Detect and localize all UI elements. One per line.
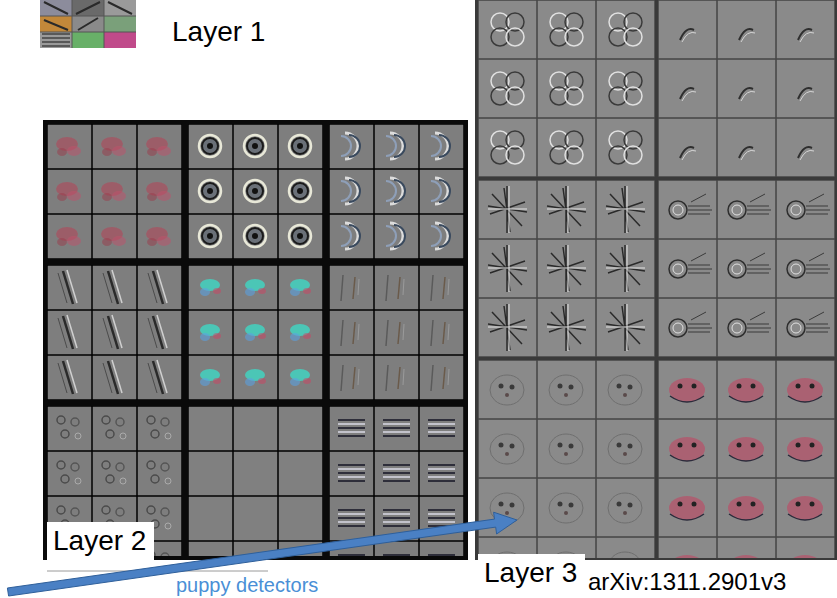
filter: [104, 32, 136, 48]
feature-group: [47, 124, 182, 259]
filter-grid: [40, 0, 136, 48]
layer-label: Layer 3: [478, 554, 585, 592]
layer2-grid: [43, 120, 468, 560]
feature-group: [478, 180, 655, 357]
feature-group: [658, 180, 835, 357]
filter: [72, 32, 104, 48]
grid-background: [43, 120, 468, 560]
feature-group: [188, 265, 323, 400]
pointer-arrow: [7, 512, 517, 596]
feature-group: [329, 265, 464, 400]
feature-group: [329, 124, 464, 259]
layer1-filters: [40, 0, 136, 48]
citation-text: arXiv:1311.2901v3: [588, 568, 786, 596]
grid-background: [475, 0, 837, 560]
feature-group: [658, 360, 835, 558]
filter: [104, 16, 136, 32]
layer-label: Layer 2: [47, 522, 154, 560]
filter-border: [40, 0, 136, 48]
feature-group: [47, 265, 182, 400]
filter: [40, 32, 72, 48]
feature-group: [188, 406, 323, 556]
feature-group: [188, 124, 323, 259]
layer-label: Layer 1: [172, 16, 265, 48]
annotation-text: puppy detectors: [176, 574, 318, 597]
layer3-grid: [475, 0, 837, 560]
filter-texture: [42, 34, 70, 46]
feature-group: [478, 0, 655, 177]
feature-group: [658, 0, 835, 177]
